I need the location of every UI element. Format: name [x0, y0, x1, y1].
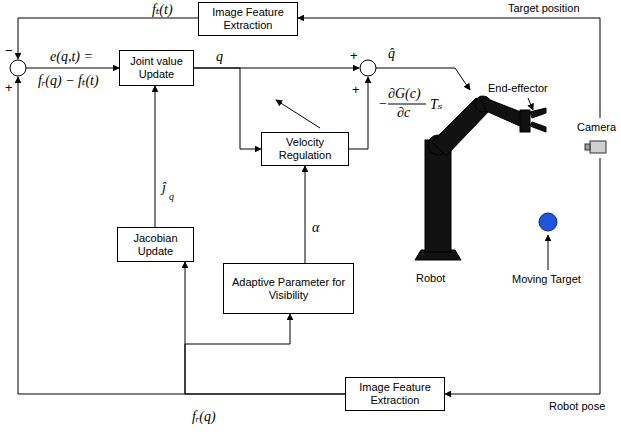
- velocity-wire: [348, 77, 368, 149]
- process-box: Adaptive Parameter for Visibility: [223, 263, 354, 314]
- signal-name: Robot pose: [549, 400, 605, 412]
- feature-box: Image Feature Extraction: [345, 377, 445, 411]
- summing-junction: [360, 60, 376, 76]
- signal-name: fₜ(t): [152, 1, 173, 18]
- sign: +: [352, 82, 360, 97]
- equation: ∂c: [397, 105, 410, 121]
- part-name: End-effector: [488, 82, 548, 94]
- signal-connector: [305, 166, 306, 263]
- process-box: Jacobian Update: [117, 227, 194, 262]
- signal-connector: [155, 86, 156, 227]
- signal-connector: [185, 314, 345, 394]
- sign: +: [350, 48, 358, 63]
- signal-connector: [185, 262, 345, 394]
- sign: +: [5, 80, 13, 95]
- box-text: Joint value Update: [130, 55, 183, 80]
- signal-name: α: [312, 220, 319, 236]
- camera-icon: [585, 141, 606, 153]
- robot-illustration: [415, 96, 546, 260]
- subscript: q: [169, 191, 174, 202]
- box-text: Image Feature Extraction: [359, 381, 431, 406]
- part-name: Robot: [416, 272, 445, 284]
- leader-line: [548, 235, 549, 270]
- equation: e(q,t) =: [50, 49, 93, 65]
- moving-target: [539, 213, 557, 231]
- equation: −: [378, 96, 387, 112]
- signal-connector: [194, 68, 261, 149]
- signal-name: Target position: [508, 2, 580, 14]
- error-wire: [26, 68, 119, 69]
- box-text: Jacobian Update: [133, 232, 177, 257]
- feature-box: Image Feature Extraction: [198, 2, 298, 36]
- equation: Tₛ: [430, 96, 443, 113]
- feedback-wire: [18, 77, 185, 394]
- part-name: Moving Target: [512, 273, 581, 285]
- signal-name: q̂: [388, 46, 395, 62]
- adjust-arrow: [276, 100, 320, 128]
- box-text: Image Feature Extraction: [212, 6, 284, 31]
- part-name: Camera: [577, 121, 616, 133]
- process-box: Velocity Regulation: [261, 132, 349, 166]
- signal-name: q: [216, 49, 223, 65]
- box-text: Velocity Regulation: [279, 136, 332, 161]
- equation: ∂G(c): [388, 86, 421, 102]
- leader-line: [528, 98, 533, 110]
- fraction-bar: [388, 104, 426, 105]
- summing-junction: [10, 60, 26, 76]
- equation: fᵣ(q) − fₜ(t): [38, 72, 99, 89]
- process-box: Joint value Update: [119, 50, 194, 86]
- sign: −: [5, 43, 13, 58]
- signal-name: fᵣ(q): [192, 409, 216, 425]
- pose-wire: [445, 158, 600, 394]
- signal-name: ĵ: [162, 180, 166, 196]
- box-text: Adaptive Parameter for Visibility: [232, 276, 345, 301]
